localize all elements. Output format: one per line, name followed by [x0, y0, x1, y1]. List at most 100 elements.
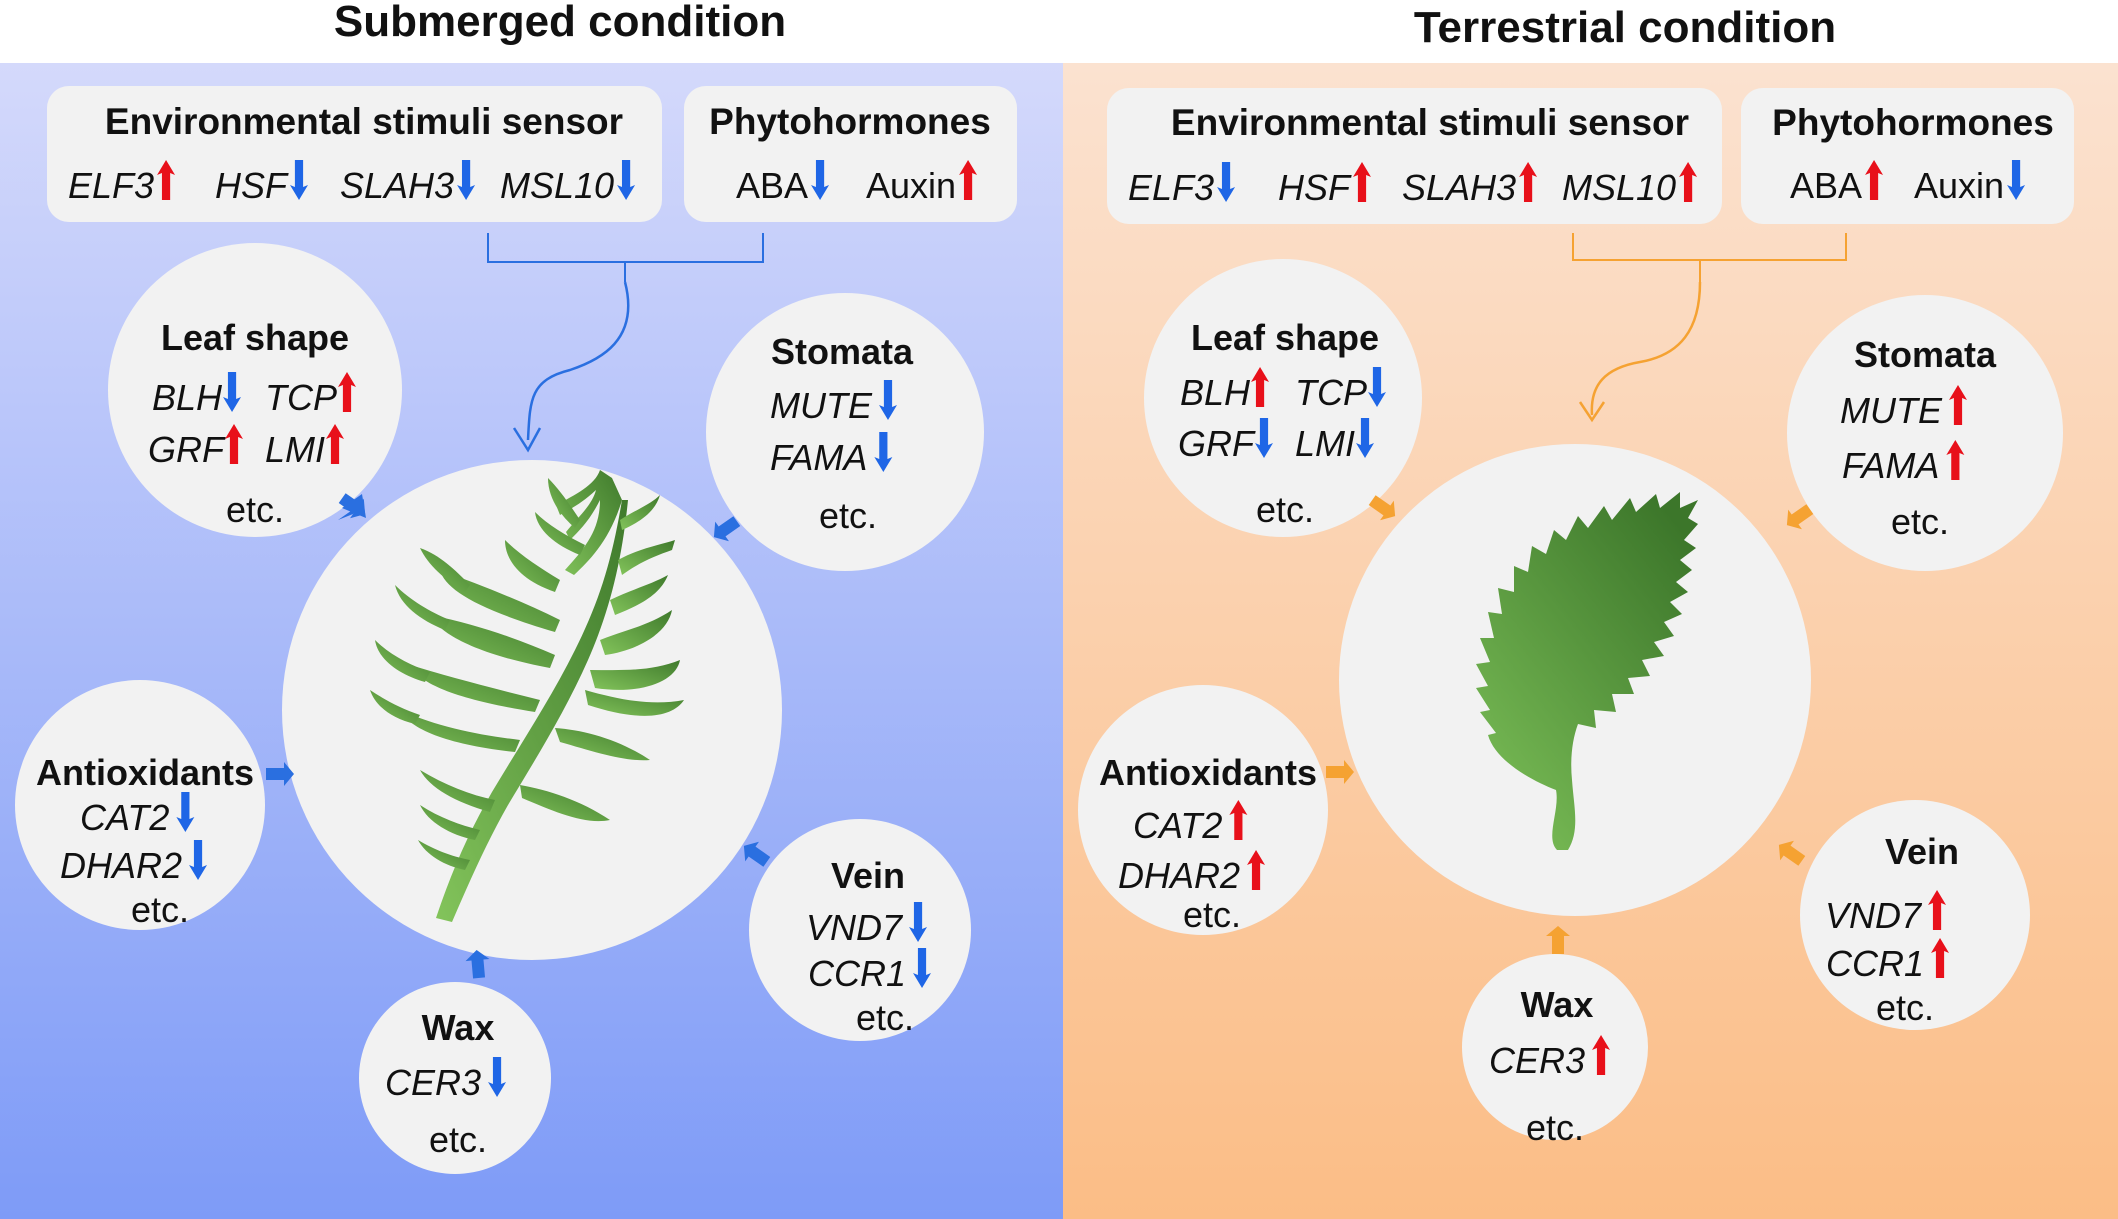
sensor-gene-list: ELF3 HSF SLAH3 MSL10	[68, 160, 636, 206]
up-arrow-icon	[959, 160, 978, 200]
hormone-box-background	[1741, 88, 2074, 224]
signal-connector	[487, 233, 764, 453]
module-circle	[359, 982, 551, 1174]
hormone-label: ABA	[1790, 165, 1862, 206]
module-circle	[706, 293, 984, 571]
panel-title: Submerged condition	[334, 0, 786, 46]
down-arrow-icon	[879, 380, 897, 420]
gene-label: MUTE	[1840, 390, 1943, 431]
gene-label: MUTE	[770, 385, 873, 426]
module-circle	[1144, 259, 1422, 537]
gene-label: HSF	[1278, 167, 1352, 208]
gene-label: LMI	[265, 429, 325, 470]
input-arrow	[1326, 760, 1354, 784]
module-title: Stomata	[1854, 334, 1997, 375]
hormone-list: ABA Auxin	[1790, 160, 2026, 206]
module-title: Wax	[422, 1007, 495, 1048]
gene-label: VND7	[806, 907, 904, 948]
gene-label: CER3	[1489, 1040, 1585, 1081]
gene-label: FAMA	[1842, 445, 1939, 486]
input-arrow	[713, 516, 741, 542]
signal-arrow-head	[1578, 401, 1606, 423]
module-title: Leaf shape	[1191, 317, 1379, 358]
up-arrow-icon	[338, 372, 356, 412]
gene-label: LMI	[1295, 423, 1355, 464]
etc-label: etc.	[819, 495, 877, 536]
hormone-box-title: Phytohormones	[1772, 102, 2054, 143]
etc-label: etc.	[1526, 1107, 1584, 1148]
signal-arrow-curve	[1590, 281, 1702, 416]
gene-label: SLAH3	[340, 165, 454, 206]
module-input-arrows	[266, 493, 771, 979]
gene-label: CCR1	[808, 953, 906, 994]
submerged-panel: Submerged condition Environmental stimul…	[0, 0, 1063, 1219]
up-arrow-icon	[1229, 800, 1248, 840]
up-arrow-icon	[1946, 440, 1965, 480]
input-arrow	[338, 493, 366, 519]
gene-label: SLAH3	[1402, 167, 1516, 208]
down-arrow-icon	[1217, 162, 1236, 202]
gene-label: CAT2	[80, 797, 169, 838]
module-title: Wax	[1521, 984, 1594, 1025]
sensor-box-title: Environmental stimuli sensor	[1171, 102, 1689, 143]
gene-label: DHAR2	[60, 845, 182, 886]
hormone-box: Phytohormones ABA Auxin	[1741, 88, 2074, 224]
input-arrow	[743, 841, 771, 867]
gene-label: ELF3	[1128, 167, 1214, 208]
hormone-label: Auxin	[1914, 165, 2004, 206]
hormone-label: ABA	[736, 165, 808, 206]
etc-label: etc.	[856, 997, 914, 1038]
module-title: Leaf shape	[161, 317, 349, 358]
up-arrow-icon	[225, 424, 243, 464]
down-arrow-icon	[2007, 160, 2026, 200]
gene-label: VND7	[1825, 895, 1923, 936]
input-arrow	[1786, 504, 1814, 530]
up-arrow-icon	[1931, 938, 1950, 978]
panel-title: Terrestrial condition	[1414, 3, 1836, 52]
up-arrow-icon	[1679, 162, 1698, 202]
down-arrow-icon	[189, 840, 208, 880]
up-arrow-icon	[157, 160, 176, 200]
down-arrow-icon	[290, 160, 308, 200]
serrated-leaf-icon	[1476, 492, 1698, 850]
gene-label: GRF	[1178, 423, 1256, 464]
up-arrow-icon	[1247, 850, 1266, 890]
down-arrow-icon	[176, 792, 195, 832]
sensor-box-title: Environmental stimuli sensor	[105, 101, 623, 142]
module-title: Vein	[831, 855, 905, 896]
etc-label: etc.	[1256, 489, 1314, 530]
up-arrow-icon	[1519, 162, 1538, 202]
input-arrow	[1368, 495, 1396, 521]
module-circle	[108, 243, 402, 537]
signal-arrow-curve	[526, 281, 630, 441]
up-arrow-icon	[1353, 162, 1371, 202]
down-arrow-icon	[488, 1057, 507, 1097]
gene-label: ELF3	[68, 165, 154, 206]
module-input-arrows	[1326, 495, 1814, 954]
gene-label: CAT2	[1133, 805, 1222, 846]
down-arrow-icon	[1368, 367, 1386, 407]
hormone-label: Auxin	[866, 165, 956, 206]
etc-label: etc.	[429, 1119, 487, 1160]
etc-label: etc.	[1183, 894, 1241, 935]
module-circle	[749, 819, 971, 1041]
etc-label: etc.	[226, 489, 284, 530]
down-arrow-icon	[617, 160, 636, 200]
module-title: Antioxidants	[36, 752, 254, 793]
gene-label: MSL10	[500, 165, 614, 206]
gene-label: FAMA	[770, 437, 867, 478]
up-arrow-icon	[1251, 367, 1270, 407]
gene-label: BLH	[152, 377, 223, 418]
gene-label: HSF	[215, 165, 289, 206]
sensor-box-background	[1107, 88, 1722, 224]
down-arrow-icon	[874, 432, 893, 472]
module-circle	[1078, 685, 1328, 935]
module-circle	[1800, 800, 2030, 1030]
module-title: Antioxidants	[1099, 752, 1317, 793]
